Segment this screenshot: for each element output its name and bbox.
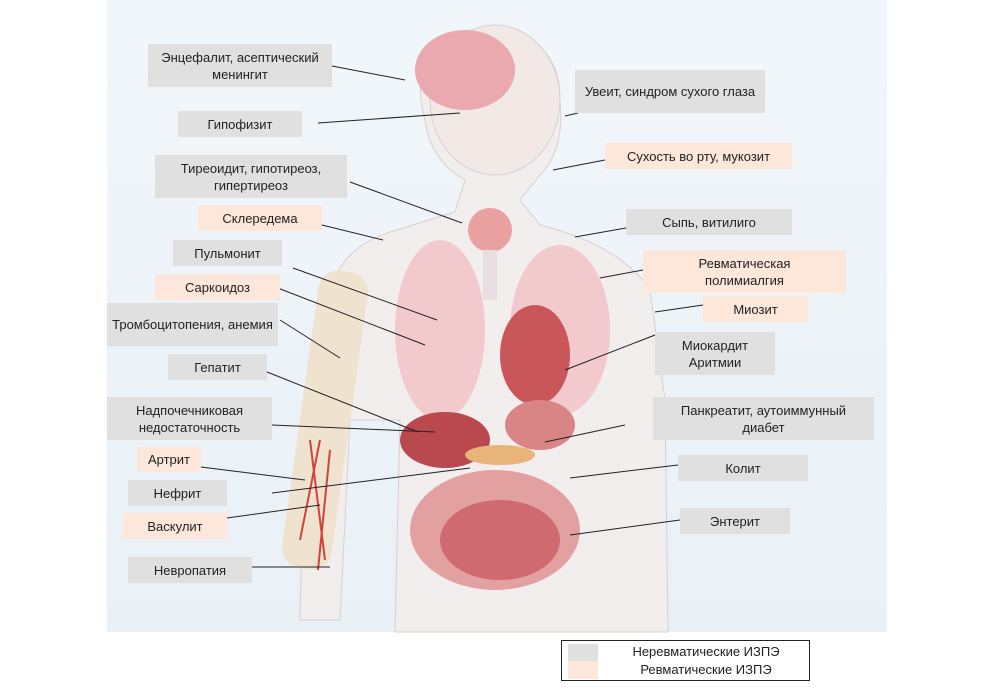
legend-label-rheumatic: Ревматические ИЗПЭ	[640, 662, 772, 677]
label-adrenal: Надпочечниковая недостаточность	[107, 397, 272, 440]
small-intestine	[440, 500, 560, 580]
heart	[500, 305, 570, 405]
leader-lines	[200, 65, 704, 568]
label-colitis: Колит	[678, 455, 808, 481]
label-pneumonitis: Пульмонит	[173, 240, 282, 266]
thyroid	[468, 208, 512, 252]
label-thrombocytopenia: Тромбоцитопения, анемия	[107, 303, 278, 346]
legend: Неревматические ИЗПЭ Ревматические ИЗПЭ	[561, 640, 810, 681]
label-hepatitis: Гепатит	[168, 354, 267, 380]
label-pancreatitis: Панкреатит, аутоиммунный диабет	[653, 397, 874, 440]
label-rash: Сыпь, витилиго	[626, 209, 792, 235]
trachea	[483, 250, 497, 300]
label-neuropathy: Невропатия	[128, 557, 252, 583]
label-arthritis: Артрит	[137, 447, 201, 472]
pancreas	[465, 445, 535, 465]
legend-swatch-nonrheumatic	[568, 644, 598, 662]
label-vasculitis: Васкулит	[123, 513, 227, 539]
label-enteritis: Энтерит	[680, 508, 790, 534]
legend-label-nonrheumatic: Неревматические ИЗПЭ	[632, 644, 780, 659]
label-myositis: Миозит	[703, 296, 808, 322]
label-uveitis: Увеит, синдром сухого глаза	[575, 70, 765, 113]
label-hypophysitis: Гипофизит	[178, 111, 302, 137]
label-thyroiditis: Тиреоидит, гипотиреоз, гипертиреоз	[155, 155, 347, 198]
label-dry-mouth: Сухость во рту, мукозит	[605, 143, 792, 169]
label-scleredema: Склередема	[198, 205, 322, 231]
label-sarcoidosis: Саркоидоз	[155, 274, 280, 300]
label-myocarditis: Миокардит Аритмии	[655, 332, 775, 375]
arm	[281, 270, 369, 570]
left-lung	[395, 240, 485, 420]
label-polymyalgia: Ревматическая полимиалгия	[643, 250, 846, 293]
label-nephritis: Нефрит	[128, 480, 227, 506]
brain	[415, 30, 515, 110]
stomach	[505, 400, 575, 450]
arm-vessels	[299, 439, 331, 571]
label-encephalitis: Энцефалит, асептический менингит	[148, 44, 332, 87]
legend-swatch-rheumatic	[568, 661, 598, 679]
